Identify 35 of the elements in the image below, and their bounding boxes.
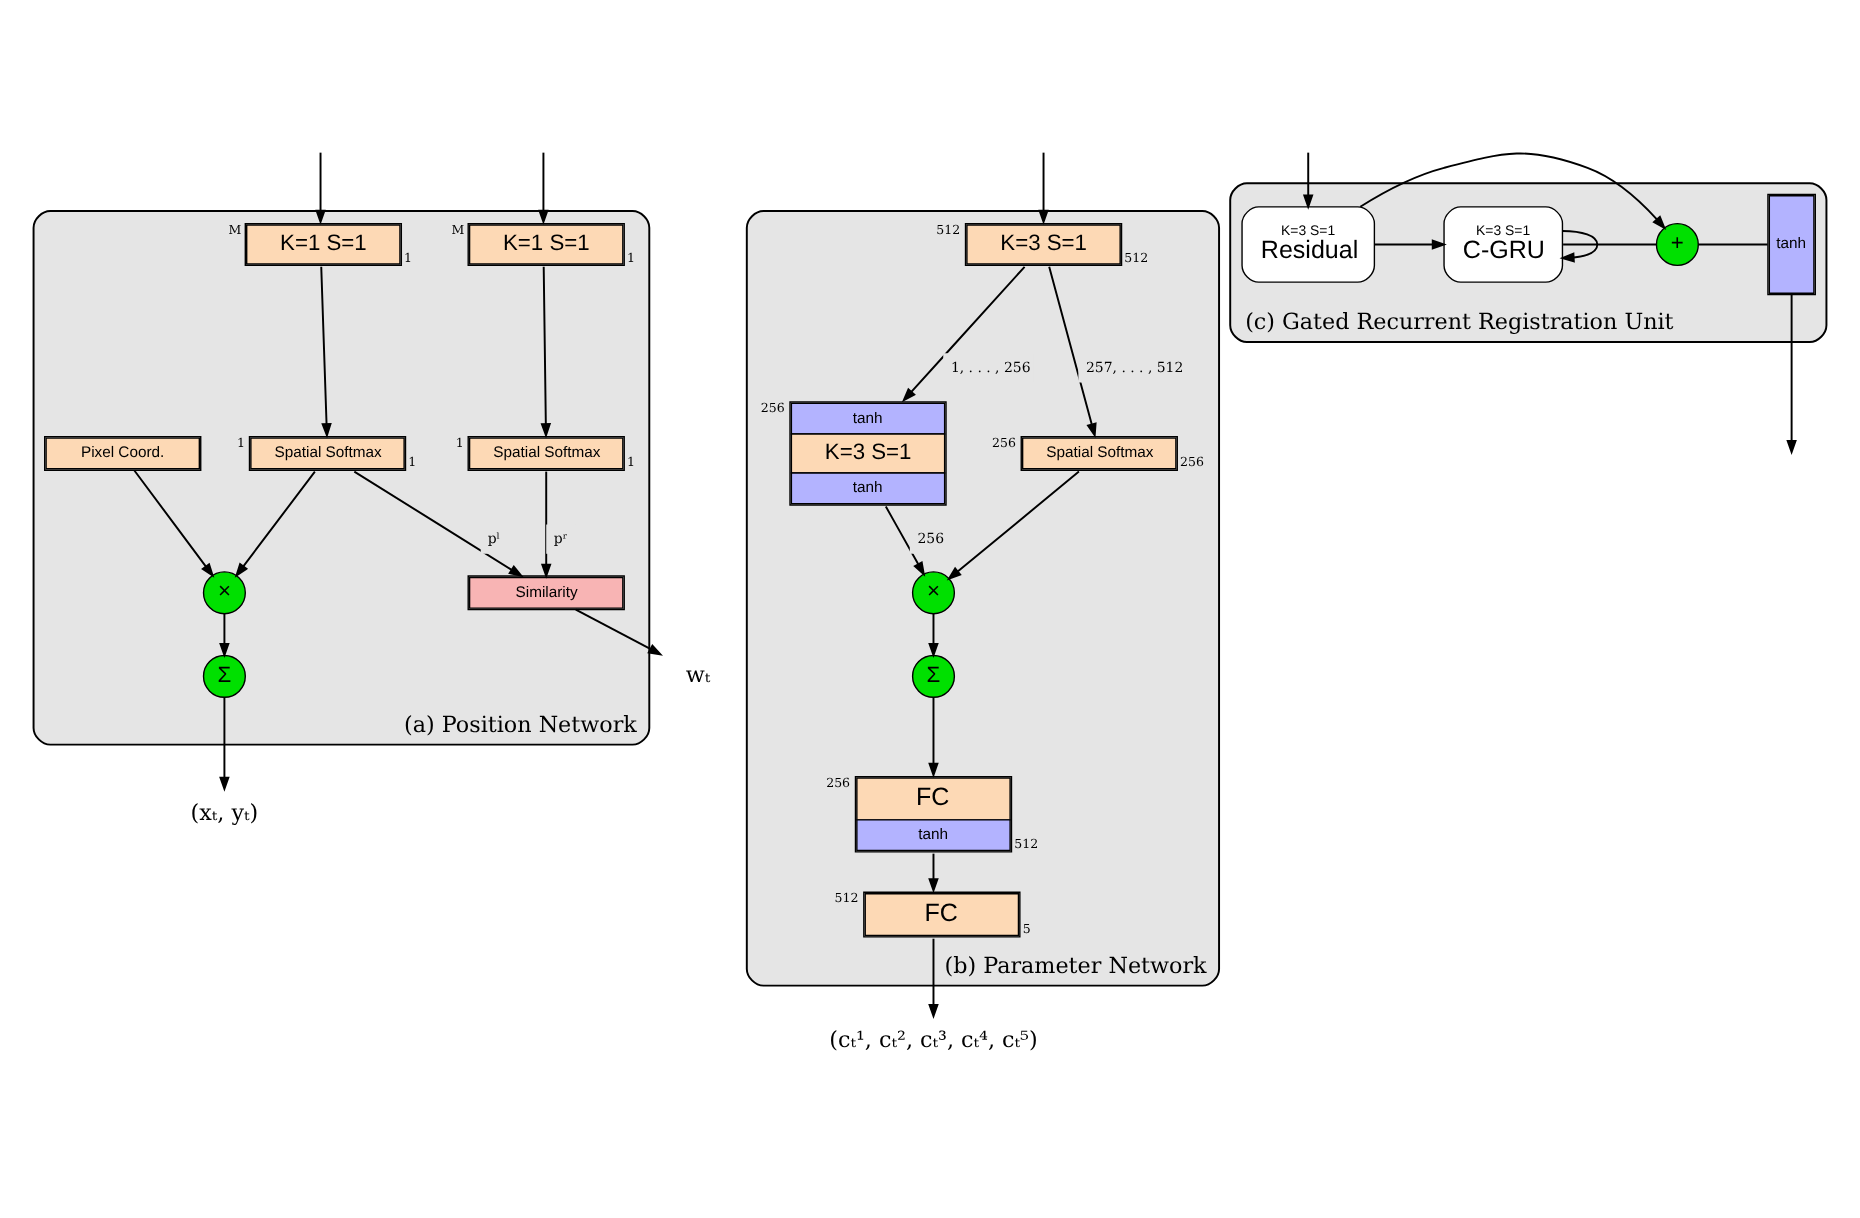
arrow bbox=[901, 265, 1026, 403]
node-text: wₜ bbox=[685, 661, 711, 688]
arrow bbox=[574, 608, 663, 656]
arrow bbox=[538, 151, 549, 225]
arrow bbox=[219, 612, 230, 658]
arrow bbox=[315, 151, 326, 225]
arrow bbox=[133, 469, 215, 578]
node-text: (xₜ, yₜ) bbox=[190, 799, 259, 826]
arrow bbox=[1302, 151, 1314, 210]
arrow bbox=[1559, 229, 1599, 263]
node-circle: × bbox=[911, 571, 956, 615]
arrow bbox=[540, 265, 552, 439]
arrow bbox=[219, 696, 230, 792]
arrow bbox=[928, 852, 939, 894]
arrow bbox=[928, 612, 939, 658]
arrow bbox=[1359, 152, 1667, 230]
arrow bbox=[1373, 239, 1447, 250]
arrow bbox=[353, 470, 524, 578]
node-circle: × bbox=[202, 571, 246, 615]
node-circle: Σ bbox=[202, 654, 246, 698]
node-circle: + bbox=[1655, 222, 1699, 267]
arrow bbox=[320, 265, 332, 439]
arrow bbox=[540, 470, 552, 579]
node-circle: Σ bbox=[911, 654, 956, 698]
arrow bbox=[928, 696, 939, 778]
connector bbox=[1697, 243, 1769, 246]
arrow bbox=[946, 470, 1080, 581]
arrow bbox=[234, 470, 316, 578]
arrow bbox=[884, 505, 926, 577]
arrow bbox=[928, 937, 939, 1020]
node-text: (cₜ¹, cₜ², cₜ³, cₜ⁴, cₜ⁵) bbox=[829, 1026, 1038, 1053]
arrow bbox=[1038, 151, 1049, 225]
arrow bbox=[1048, 265, 1097, 439]
connector bbox=[1562, 243, 1658, 246]
arrow bbox=[1786, 293, 1797, 455]
